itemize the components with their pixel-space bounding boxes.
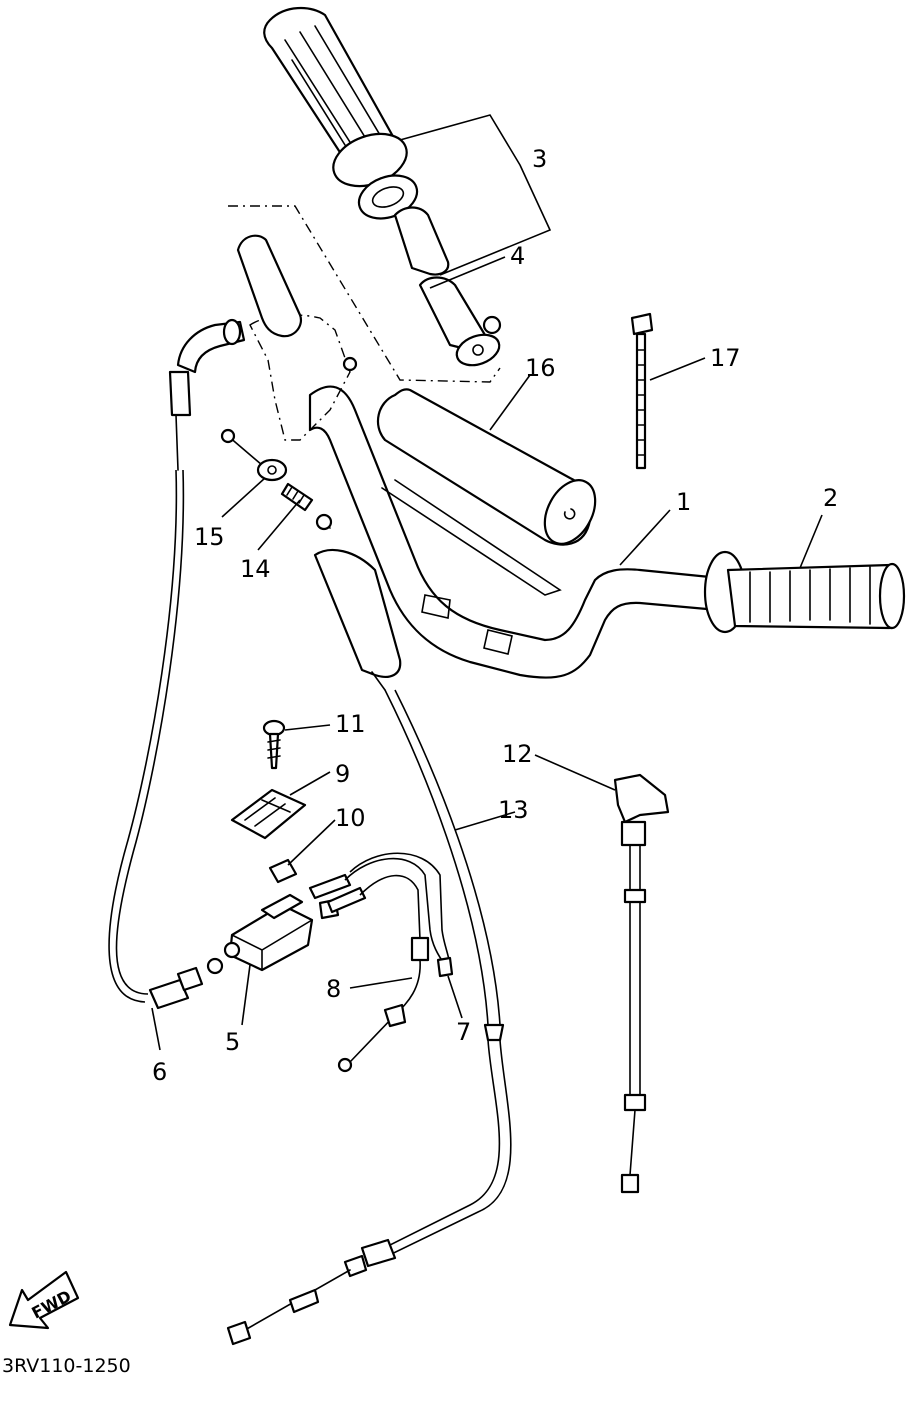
callout-1: 1 [676, 488, 691, 516]
left-grip [703, 550, 906, 634]
adjuster-assembly [220, 428, 333, 531]
lead-wires [308, 852, 454, 1073]
leader-lines [151, 114, 823, 1051]
callout-15: 15 [194, 523, 225, 551]
screw [262, 719, 286, 770]
callout-11: 11 [335, 710, 366, 738]
throttle-cable [108, 318, 246, 1010]
lever-cable [613, 773, 670, 1194]
brake-cable [226, 548, 512, 1346]
callout-12: 12 [502, 740, 533, 768]
handlebar-pad [376, 388, 597, 596]
callout-6: 6 [152, 1058, 167, 1086]
throttle-grip-assembly [263, 6, 502, 367]
clip [268, 858, 298, 884]
callout-9: 9 [335, 760, 350, 788]
forward-direction-arrow: FWD [8, 1270, 80, 1330]
diagram-code: 3RV110-1250 [2, 1355, 131, 1377]
callout-14: 14 [240, 555, 271, 583]
callout-3: 3 [532, 145, 547, 173]
callout-2: 2 [823, 484, 838, 512]
throttle-housing-outline [249, 314, 358, 441]
throttle-tube-inner [236, 234, 303, 338]
switch-cover [230, 788, 307, 840]
assembly-bracket [228, 205, 501, 383]
callout-7: 7 [456, 1018, 471, 1046]
callout-17: 17 [710, 344, 741, 372]
callout-5: 5 [225, 1028, 240, 1056]
callout-labels: 1 2 3 4 5 6 7 8 9 10 11 12 13 14 15 16 1… [152, 145, 838, 1086]
throttle-stop-switch [223, 893, 340, 972]
callout-16: 16 [525, 354, 556, 382]
callout-4: 4 [510, 242, 525, 270]
callout-8: 8 [326, 975, 341, 1003]
callout-13: 13 [498, 796, 529, 824]
callout-10: 10 [335, 804, 366, 832]
cable-tie [630, 312, 654, 470]
